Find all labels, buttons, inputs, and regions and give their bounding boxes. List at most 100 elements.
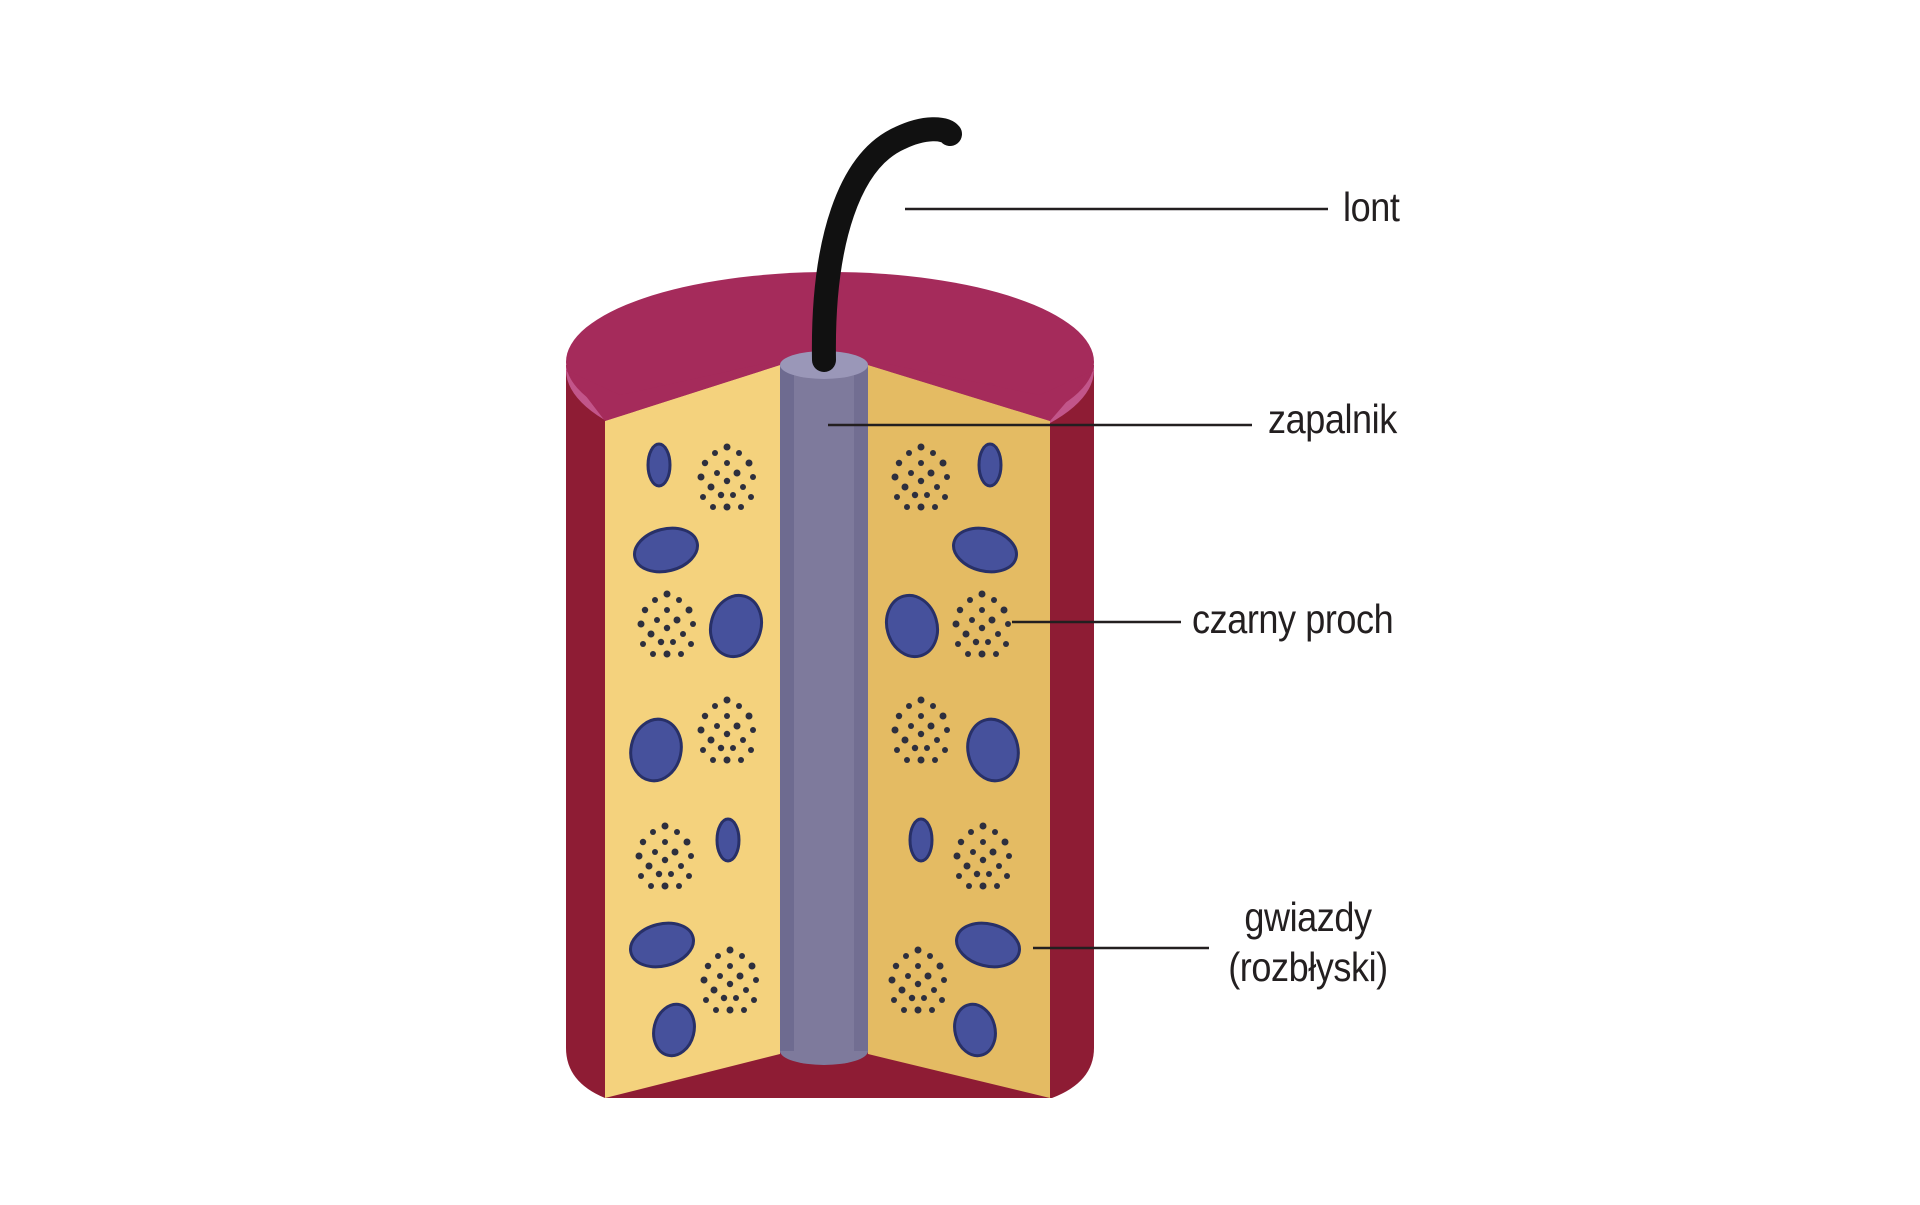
powder-granule [917, 696, 925, 704]
powder-granule [700, 976, 708, 984]
powder-granule [640, 641, 646, 647]
powder-granule [904, 757, 910, 763]
powder-granule [901, 483, 909, 491]
powder-granule [917, 477, 925, 485]
powder-granule [891, 997, 897, 1003]
powder-granule [924, 972, 932, 980]
powder-granule [717, 973, 723, 979]
powder-granule [932, 757, 938, 763]
powder-granule [915, 963, 921, 969]
star [633, 526, 699, 574]
powder-granule [688, 641, 694, 647]
powder-granule [678, 651, 684, 657]
powder-granule [921, 995, 927, 1001]
powder-granule [697, 726, 705, 734]
powder-granule [888, 976, 896, 984]
label-stars-line1: gwiazdy [1244, 894, 1372, 940]
powder-granule [898, 986, 906, 994]
powder-granule [939, 459, 947, 467]
powder-granule [713, 1007, 719, 1013]
powder-granule [717, 744, 725, 752]
powder-granule [934, 484, 940, 490]
powder-granule [988, 616, 996, 624]
powder-granule [929, 1007, 935, 1013]
powder-granule [723, 443, 731, 451]
star [715, 817, 741, 863]
powder-granule [996, 863, 1002, 869]
powder-granule [936, 962, 944, 970]
powder-granule [753, 977, 759, 983]
powder-granule [727, 963, 733, 969]
powder-granule [978, 624, 986, 632]
powder-granule [703, 997, 709, 1003]
powder-granule [966, 883, 972, 889]
powder-granule [932, 504, 938, 510]
star [652, 1002, 696, 1058]
star [884, 593, 940, 659]
powder-granule [717, 491, 725, 499]
powder-granule [710, 986, 718, 994]
powder-granule [941, 977, 947, 983]
powder-granule [904, 504, 910, 510]
powder-granule [700, 494, 706, 500]
powder-granule [712, 450, 718, 456]
powder-granule [917, 730, 925, 738]
powder-granule [637, 620, 645, 628]
powder-granule [911, 491, 919, 499]
powder-granule [701, 712, 709, 720]
label-black-powder: czarny proch [1192, 596, 1394, 642]
powder-granule [707, 736, 715, 744]
powder-granule [648, 883, 654, 889]
powder-granule [723, 756, 731, 764]
powder-granule [927, 722, 935, 730]
powder-granule [668, 871, 674, 877]
powder-granule [955, 641, 961, 647]
powder-granule [723, 477, 731, 485]
powder-granule [956, 873, 962, 879]
powder-granule [638, 873, 644, 879]
powder-granule [723, 730, 731, 738]
powder-granule [676, 597, 682, 603]
powder-granule [911, 744, 919, 752]
powder-granule [1000, 606, 1008, 614]
star [629, 717, 683, 783]
powder-granule [650, 651, 656, 657]
powder-granule [663, 650, 671, 658]
powder-granule [962, 630, 970, 638]
powder-granule [992, 829, 998, 835]
powder-granule [652, 849, 658, 855]
powder-granule [967, 597, 973, 603]
powder-granule [686, 873, 692, 879]
powder-granule [663, 590, 671, 598]
powder-granule [750, 474, 756, 480]
powder-granule [671, 848, 679, 856]
powder-granule [748, 494, 754, 500]
powder-granule [930, 703, 936, 709]
powder-granule [750, 727, 756, 733]
powder-granule [683, 838, 691, 846]
black-powder-left [635, 443, 759, 1014]
powder-granule [895, 459, 903, 467]
powder-granule [892, 962, 900, 970]
powder-granule [738, 504, 744, 510]
powder-granule [931, 987, 937, 993]
powder-granule [670, 639, 676, 645]
powder-granule [914, 946, 922, 954]
powder-granule [903, 953, 909, 959]
powder-granule [1005, 621, 1011, 627]
powder-granule [993, 651, 999, 657]
powder-granule [745, 459, 753, 467]
powder-granule [930, 450, 936, 456]
igniter-rod-bottom [780, 1037, 868, 1065]
powder-granule [891, 726, 899, 734]
powder-granule [901, 736, 909, 744]
powder-granule [723, 696, 731, 704]
powder-granule [663, 624, 671, 632]
powder-granule [927, 953, 933, 959]
powder-granule [736, 972, 744, 980]
powder-granule [908, 723, 914, 729]
powder-granule [745, 712, 753, 720]
powder-granule [965, 651, 971, 657]
